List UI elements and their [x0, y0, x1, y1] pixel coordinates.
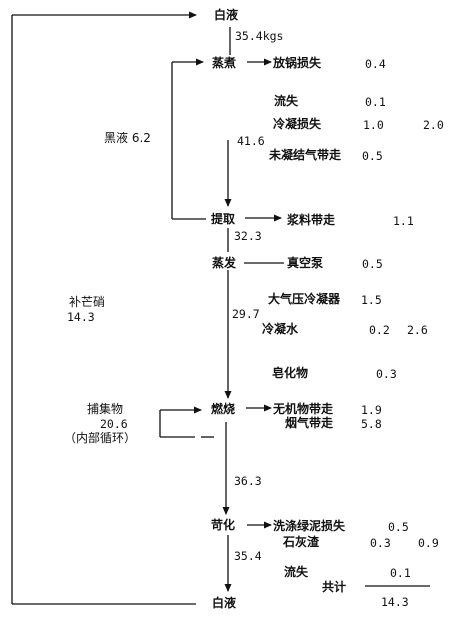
white-liquor-bottom-label: 白液: [212, 596, 237, 610]
flow-29-7: 29.7: [232, 307, 260, 321]
sum-label: 共计: [322, 580, 347, 594]
condensate-water-label: 冷凝水: [262, 322, 299, 336]
drain-bottom-value: 0.1: [390, 566, 411, 580]
lime-mud-value: 0.3: [370, 536, 391, 550]
flow-41-6: 41.6: [237, 134, 265, 148]
extraction-node: 提取: [211, 212, 236, 226]
white-liquor-top-label: 白液: [214, 8, 239, 22]
pulp-carry-value: 1.1: [393, 214, 414, 228]
flue-gas-label: 烟气带走: [285, 416, 334, 430]
uncondensed-gas-label: 未凝结气带走: [269, 148, 342, 162]
combustion-node: 燃烧: [211, 402, 236, 416]
pulp-carry-label: 浆料带走: [287, 213, 336, 227]
saponified-label: 皂化物: [272, 366, 309, 380]
baro-condenser-label: 大气压冷凝器: [268, 292, 341, 306]
condensate-loss-label: 冷凝损失: [273, 117, 322, 131]
flow-35-4: 35.4: [234, 549, 262, 563]
drain-bottom-label: 流失: [284, 565, 309, 579]
blow-loss-value: 0.4: [365, 57, 386, 71]
cooking-node: 蒸煮: [212, 56, 237, 70]
flue-gas-value: 5.8: [361, 417, 382, 431]
saltcake-value: 14.3: [67, 310, 95, 324]
top-flow-value: 35.4kgs: [235, 29, 284, 43]
causticizing-node: 苛化: [211, 518, 236, 532]
vacuum-pump-label: 真空泵: [287, 256, 324, 270]
capture-note: （内部循环）: [64, 431, 137, 445]
drain-label: 流失: [274, 94, 299, 108]
saltcake-label: 补芒硝: [69, 295, 106, 309]
saponified-value: 0.3: [376, 367, 397, 381]
drain-value: 0.1: [365, 95, 386, 109]
capture-value: 20.6: [100, 417, 128, 431]
vacuum-pump-value: 0.5: [362, 257, 383, 271]
caust-total-value: 0.9: [418, 536, 439, 550]
sum-value: 14.3: [381, 595, 409, 609]
condensate-loss-value: 1.0: [363, 118, 384, 132]
lime-mud-label: 石灰渣: [283, 535, 320, 549]
black-liquor-label: 黑液 6.2: [104, 131, 151, 145]
uncondensed-gas-value: 0.5: [362, 149, 383, 163]
condensate-water-value: 0.2: [369, 323, 390, 337]
baro-condenser-value: 1.5: [361, 293, 382, 307]
dregs-wash-loss-label: 洗涤绿泥损失: [273, 519, 346, 533]
inorganic-carry-value: 1.9: [361, 403, 382, 417]
inorganic-carry-label: 无机物带走: [273, 402, 334, 416]
evap-total-value: 2.6: [407, 323, 428, 337]
flow-32-3: 32.3: [234, 229, 262, 243]
evaporation-node: 蒸发: [212, 256, 237, 270]
flow-36-3: 36.3: [234, 474, 262, 488]
cooking-total-value: 2.0: [423, 118, 444, 132]
capture-label: 捕集物: [87, 402, 124, 416]
dregs-wash-loss-value: 0.5: [388, 520, 409, 534]
blow-loss-label: 放锅损失: [273, 56, 322, 70]
